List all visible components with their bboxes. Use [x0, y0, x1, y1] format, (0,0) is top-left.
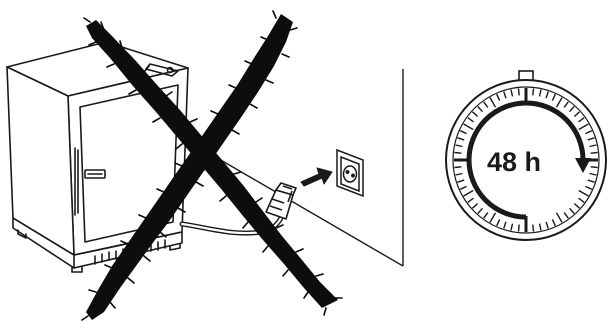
cross-out-mark — [81, 10, 343, 321]
stopwatch-tick — [459, 130, 467, 135]
stopwatch-tick — [455, 172, 463, 176]
stopwatch-tick — [510, 89, 514, 97]
stopwatch-tick — [472, 111, 479, 118]
stopwatch-tick — [463, 123, 474, 131]
stopwatch-tick — [573, 111, 580, 118]
stopwatch-tick — [578, 117, 585, 123]
stopwatch-tick — [463, 189, 474, 197]
stopwatch-tick — [455, 144, 463, 148]
stopwatch-tick — [538, 223, 542, 231]
stopwatch-ticks — [454, 88, 598, 232]
plug-icon — [265, 182, 297, 220]
rotation-arrowhead — [575, 158, 591, 173]
stopwatch-tick — [532, 224, 535, 232]
stopwatch-tick — [454, 151, 462, 154]
stopwatch-tick — [587, 179, 595, 183]
stopwatch-tick — [589, 172, 597, 176]
refrigerator-icon — [6, 41, 189, 273]
stopwatch-tick — [568, 207, 575, 214]
stopwatch-tick — [573, 202, 580, 209]
stopwatch-tick — [590, 166, 598, 169]
stopwatch-tick — [545, 91, 549, 99]
stopwatch-tick — [483, 212, 489, 219]
wall-socket-icon — [336, 148, 364, 198]
stopwatch-tick — [578, 123, 589, 131]
stopwatch-tick — [563, 101, 569, 108]
stopwatch-tick — [457, 137, 465, 141]
rotation-arrow — [466, 100, 586, 220]
stopwatch-tick — [538, 89, 542, 97]
stopwatch-tick — [517, 224, 520, 232]
stopwatch-tick — [510, 223, 514, 231]
stopwatch-tick — [454, 166, 462, 169]
stopwatch-tick — [585, 130, 593, 135]
stopwatch-tick — [568, 106, 575, 113]
stopwatch-icon: 48 h — [445, 70, 607, 241]
stopwatch-tick — [590, 151, 598, 154]
stopwatch-tick — [489, 97, 497, 108]
stopwatch-tick — [496, 219, 501, 227]
timer-label: 48 h — [487, 147, 541, 177]
arrow-icon — [300, 167, 333, 187]
stopwatch-tick — [483, 101, 489, 108]
wall — [187, 69, 404, 267]
stopwatch-tick — [472, 202, 479, 209]
stopwatch-tick — [517, 88, 520, 96]
stopwatch-tick — [503, 91, 507, 99]
stopwatch-tick — [545, 221, 549, 229]
stopwatch-tick — [467, 197, 474, 203]
stopwatch-tick — [457, 179, 465, 183]
stopwatch-tick — [496, 93, 501, 101]
stopwatch-tick — [503, 221, 507, 229]
stopwatch-tick — [477, 207, 484, 214]
stopwatch-tick — [555, 97, 563, 108]
stopwatch-tick — [467, 117, 474, 123]
stopwatch-tick — [578, 189, 589, 197]
stopwatch-tick — [589, 144, 597, 148]
stopwatch-tick — [551, 93, 556, 101]
stopwatch-tick — [555, 212, 563, 223]
stopwatch-tick — [563, 212, 569, 219]
stopwatch-tick — [587, 137, 595, 141]
stopwatch-tick — [585, 185, 593, 190]
stopwatch-tick — [551, 219, 556, 227]
stopwatch-tick — [477, 106, 484, 113]
stopwatch-tick — [532, 88, 535, 96]
stopwatch-tick — [578, 197, 585, 203]
stopwatch-tick — [489, 212, 497, 223]
stopwatch-tick — [459, 185, 467, 190]
